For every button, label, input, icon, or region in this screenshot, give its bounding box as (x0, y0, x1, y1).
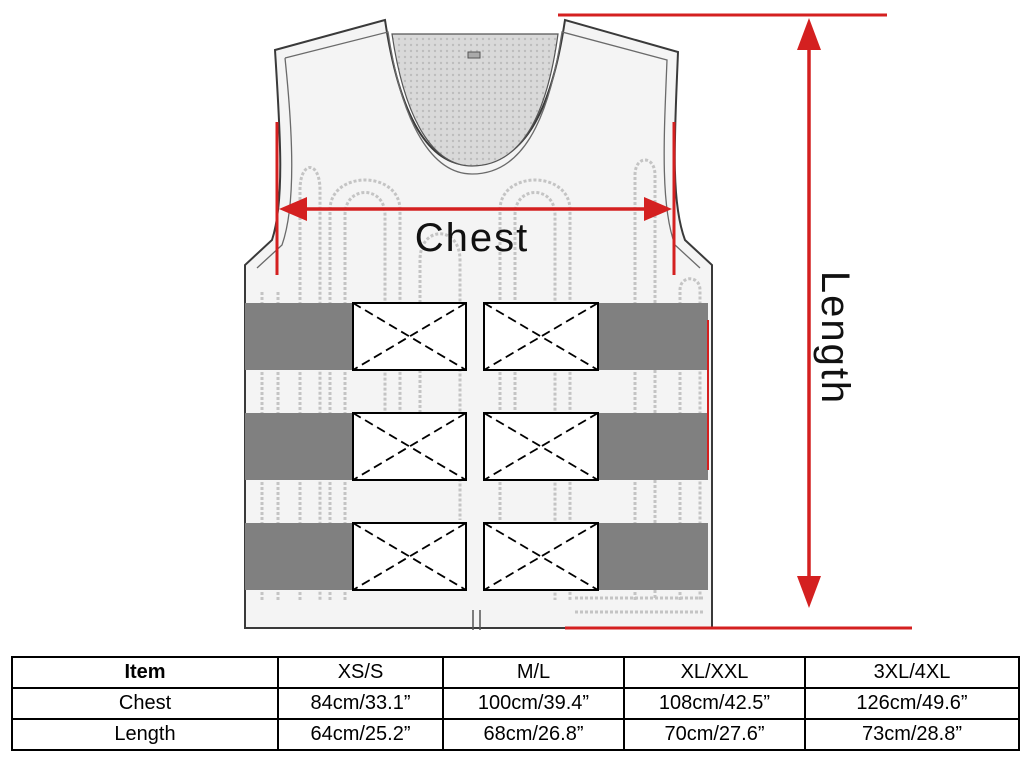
header-size: XL/XXL (623, 656, 806, 689)
table-cell: 70cm/27.6” (623, 718, 806, 751)
header-size: XS/S (277, 656, 444, 689)
table-cell: 84cm/33.1” (277, 687, 444, 720)
buckle-crosses (352, 302, 599, 591)
neck-tag (467, 51, 481, 59)
table-cell: 73cm/28.8” (804, 718, 1020, 751)
zipper (472, 610, 481, 630)
length-measure (558, 13, 912, 630)
chest-measure (275, 122, 676, 275)
table-cell: 100cm/39.4” (442, 687, 625, 720)
header-size: M/L (442, 656, 625, 689)
table-cell: 64cm/25.2” (277, 718, 444, 751)
table-row: Chest 84cm/33.1” 100cm/39.4” 108cm/42.5”… (11, 687, 1020, 720)
chest-label: Chest (415, 216, 530, 260)
row-label: Length (11, 718, 279, 751)
row-label: Chest (11, 687, 279, 720)
table-cell: 68cm/26.8” (442, 718, 625, 751)
vest-size-diagram: Chest Length (244, 13, 912, 630)
header-size: 3XL/4XL (804, 656, 1020, 689)
table-cell: 126cm/49.6” (804, 687, 1020, 720)
table-row: Length 64cm/25.2” 68cm/26.8” 70cm/27.6” … (11, 718, 1020, 751)
table-cell: 108cm/42.5” (623, 687, 806, 720)
header-item: Item (11, 656, 279, 689)
neck-mesh (391, 33, 559, 167)
side-straps (245, 303, 708, 590)
size-chart-table: Item XS/S M/L XL/XXL 3XL/4XL Chest 84cm/… (11, 656, 1020, 751)
length-label: Length (813, 271, 857, 405)
table-header-row: Item XS/S M/L XL/XXL 3XL/4XL (11, 656, 1020, 689)
vest-trim (256, 31, 701, 269)
